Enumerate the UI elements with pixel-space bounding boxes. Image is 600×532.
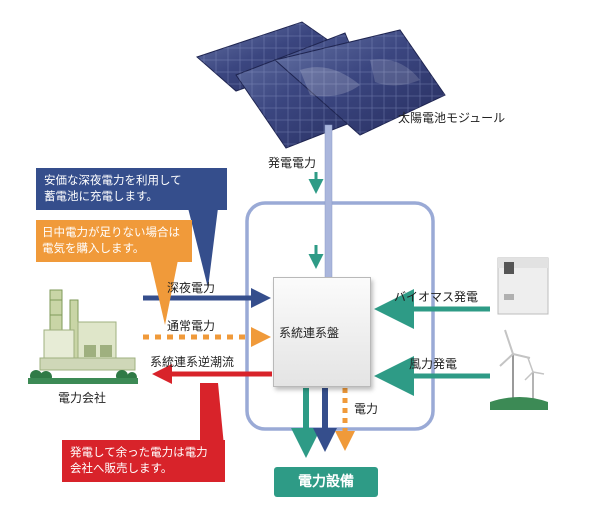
grid-panel-label: 系統連系盤 (279, 326, 340, 340)
wind-turbine-icon (490, 329, 548, 410)
callout-daytime-purchase-shape (36, 220, 192, 325)
solar-panel-array (196, 21, 446, 149)
biomass-label: バイオマス発電 (394, 290, 479, 304)
solar-module-label: 太陽電池モジュール (398, 111, 506, 125)
callout-sell-surplus: 発電して余った電力は電力 会社へ販売します。 (70, 445, 208, 475)
callout-night-charge: 安価な深夜電力を利用して 蓄電池に充電します。 (44, 173, 182, 203)
power-label: 電力 (354, 402, 379, 416)
power-plant-icon (28, 289, 138, 384)
biomass-generator-icon (497, 257, 549, 315)
late-night-power-label: 深夜電力 (167, 281, 216, 295)
solar-mount-pole (324, 124, 333, 281)
normal-power-label: 通常電力 (167, 319, 216, 333)
grid-connection-panel (273, 277, 371, 387)
callout-night-charge-shape (36, 168, 227, 288)
power-equipment-box: 電力設備 (274, 467, 378, 497)
wind-label: 風力発電 (409, 357, 458, 371)
reverse-flow-label: 系統連系逆潮流 (150, 355, 235, 369)
power-company-label: 電力会社 (58, 391, 107, 405)
system-boundary (245, 201, 435, 431)
callout-sell-surplus-shape (62, 383, 225, 482)
generated-power-label: 発電電力 (268, 156, 317, 170)
callout-daytime-purchase: 日中電力が足りない場合は 電気を購入します。 (42, 225, 180, 255)
